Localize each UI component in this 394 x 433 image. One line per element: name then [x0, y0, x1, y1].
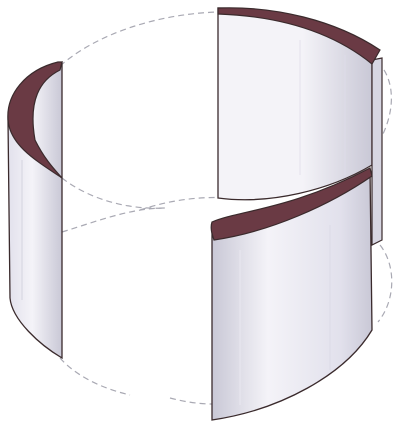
middle-left-arc [62, 178, 165, 208]
upper-left-blade [8, 62, 62, 358]
bottom-back-arc [170, 398, 212, 404]
upper-right-blade-side [372, 58, 382, 245]
top-back-arc [60, 12, 218, 66]
lower-right-arc [378, 245, 392, 322]
middle-cross-arc-1 [62, 208, 165, 232]
lower-front-blade [211, 168, 372, 420]
lower-left-arc [60, 358, 130, 395]
